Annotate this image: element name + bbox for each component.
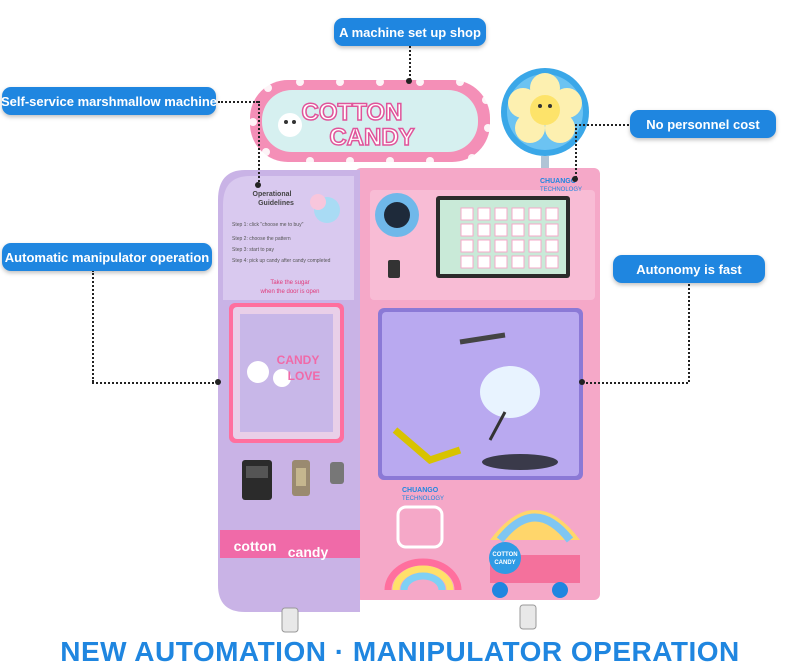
connector-no-personnel [575, 124, 629, 126]
guide-title-1: Operational [253, 191, 292, 198]
window-text-candy: CANDY [277, 353, 320, 367]
connector-autonomy-v [688, 284, 690, 382]
guide-step-4: Step 4: pick up candy after candy comple… [232, 258, 331, 264]
brand-sub-top: TECHNOLOGY [540, 187, 582, 193]
panel-label-cotton: cotton [234, 538, 277, 554]
sign-text-candy: CANDY [329, 124, 414, 151]
candy-cart: COTTON CANDY [489, 510, 580, 598]
brand-name-bottom: CHUANGO [402, 487, 439, 494]
window-text-love: LOVE [288, 369, 321, 383]
cotton-candy-sign: COTTON CANDY [249, 78, 492, 165]
connector-dot-autonomy [579, 379, 585, 385]
callout-manipulator: Automatic manipulator operation [2, 243, 212, 271]
callout-autonomy: Autonomy is fast [613, 255, 765, 283]
machine-door: Operational Guidelines Step 1: click "ch… [218, 170, 360, 633]
callout-no-personnel: No personnel cost [630, 110, 776, 138]
connector-manipulator-v [92, 270, 94, 382]
connector-dot-no-personnel [572, 176, 578, 182]
flower-globe [501, 68, 589, 170]
take-sugar-1: Take the sugar [270, 280, 309, 286]
connector-dot-manipulator [215, 379, 221, 385]
caption-banner: NEW AUTOMATION · MANIPULATOR OPERATION [60, 636, 740, 667]
brand-sub-bottom: TECHNOLOGY [402, 496, 444, 502]
connector-no-personnel-v [575, 124, 577, 178]
guide-title-2: Guidelines [258, 200, 294, 207]
connector-self-service [218, 101, 258, 103]
guide-step-1: Step 1: click "choose me to buy" [232, 222, 304, 228]
panel-label-candy: candy [288, 544, 329, 560]
touchscreen-grid [460, 207, 559, 269]
cart-label-candy: CANDY [494, 560, 515, 566]
guide-step-2: Step 2: choose the pattern [232, 236, 291, 242]
connector-shop [409, 46, 411, 80]
guide-step-3: Step 3: start to pay [232, 247, 274, 253]
machine-cabinet: CHUANGO TECHNOLOGY CHUANGO TECHNOLOGY CO… [355, 168, 600, 630]
connector-dot-shop [406, 78, 412, 84]
sign-text-cotton: COTTON [302, 99, 403, 126]
connector-self-service-v [258, 101, 260, 185]
connector-manipulator [92, 382, 218, 384]
take-sugar-2: when the door is open [259, 289, 319, 295]
callout-shop: A machine set up shop [334, 18, 486, 46]
connector-dot-self-service [255, 182, 261, 188]
callout-self-service: Self-service marshmallow machine [1, 87, 217, 115]
brand-name-top: CHUANGO [540, 178, 577, 185]
connector-autonomy [582, 382, 688, 384]
cart-label-cotton: COTTON [492, 552, 517, 558]
